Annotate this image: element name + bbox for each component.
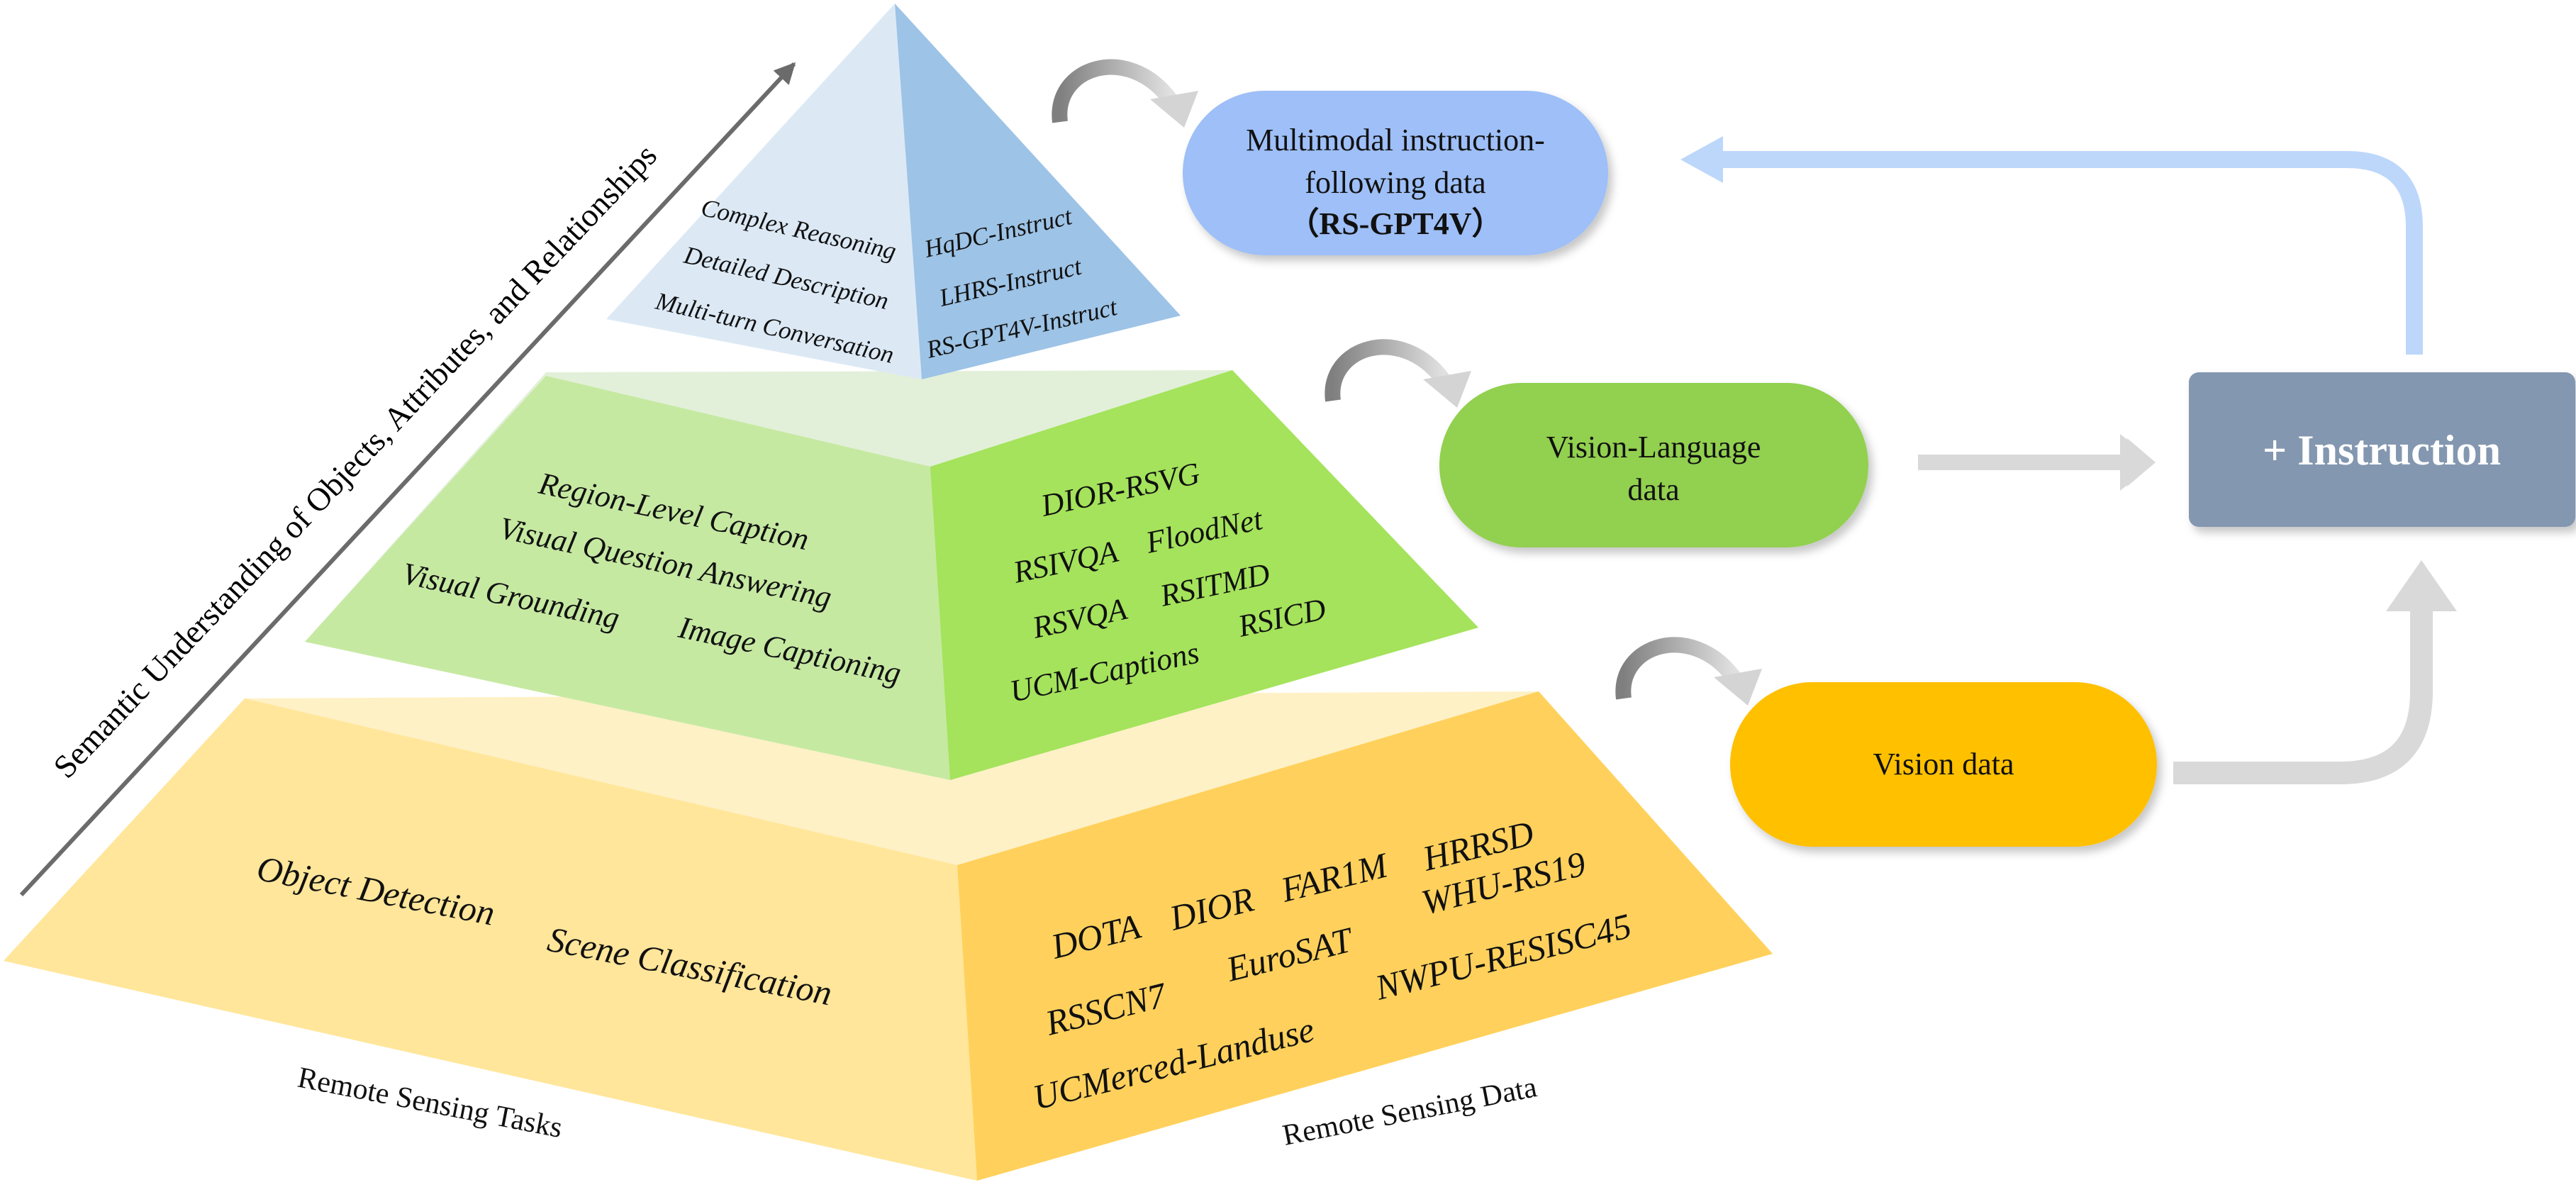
top-tier-right-face: [895, 4, 1181, 379]
vision-box-line1: Vision data: [1873, 747, 2014, 781]
bottom-tier-right-face: [957, 691, 1773, 1181]
multimodal-box-line2: following data: [1305, 165, 1485, 200]
multimodal-box-line1: Multimodal instruction-: [1246, 123, 1545, 157]
curl-arrow-bottom: [1615, 637, 1762, 706]
bottom-tier-left-face: [4, 698, 977, 1181]
arrow-instruction-to-multimodal: [1680, 136, 2423, 355]
semantic-axis-arrow: [19, 62, 796, 897]
arrow-vision-language-to-instruction: [1918, 434, 2156, 491]
middle-tier-right-face: [930, 370, 1478, 780]
vision-language-data-box: Vision-Language data: [1439, 383, 1868, 547]
middle-tier-left-face: [305, 376, 950, 780]
multimodal-instruction-data-box: Multimodal instruction- following data （…: [1183, 91, 1608, 255]
curl-arrow-top: [1052, 59, 1198, 128]
instruction-box-label: + Instruction: [2263, 427, 2501, 474]
vision-language-box-line2: data: [1627, 472, 1679, 507]
vision-data-box: Vision data: [1730, 682, 2157, 847]
arrow-vision-to-instruction: [2173, 560, 2457, 784]
instruction-box: + Instruction: [2189, 372, 2575, 527]
top-tier-left-face: [606, 4, 922, 379]
vision-language-box-line1: Vision-Language: [1546, 430, 1761, 464]
curl-arrow-middle: [1325, 339, 1471, 408]
multimodal-box-line3: （RS-GPT4V）: [1288, 206, 1502, 241]
